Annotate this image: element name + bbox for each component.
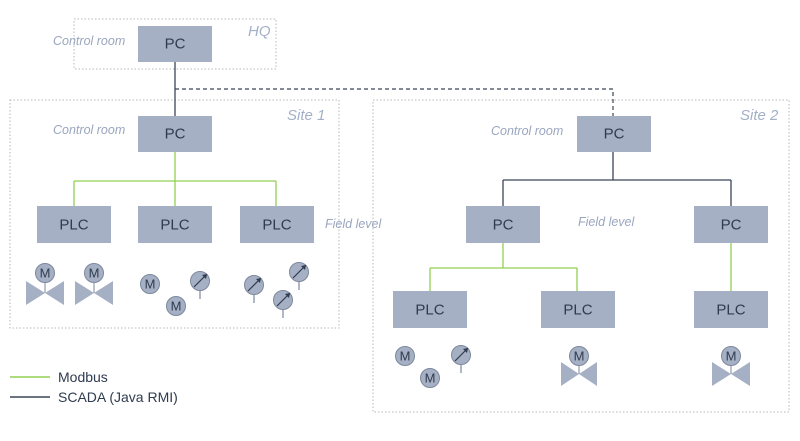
site2-field-pc1-node: PC — [466, 206, 540, 243]
valve-icon — [26, 281, 64, 305]
motor-icon: M — [420, 368, 440, 388]
motor-icon: M — [140, 274, 160, 294]
site2-field-pc2-label: PC — [721, 217, 742, 234]
legend: Modbus SCADA (Java RMI) — [10, 369, 178, 405]
hq-control-room-label: Control room — [53, 34, 125, 48]
motor-icon: M — [721, 346, 741, 366]
motor-icon: M — [84, 263, 104, 283]
site1-pc-node: PC — [138, 116, 212, 152]
gauge-icon — [190, 271, 210, 299]
site2-pc-node: PC — [577, 116, 651, 152]
site1-plc3-node: PLC — [240, 206, 314, 243]
site2-zone: Site 2 Control room Field level — [372, 99, 790, 413]
legend-modbus-label: Modbus — [58, 369, 108, 385]
site1-control-room-label: Control room — [53, 123, 125, 137]
gauge-icon — [244, 275, 264, 303]
legend-scada-label: SCADA (Java RMI) — [58, 389, 178, 405]
site2-plc3-devices: M — [712, 346, 750, 386]
svg-text:M: M — [145, 277, 156, 292]
valve-icon — [712, 362, 750, 386]
site1-pc-label: PC — [165, 126, 186, 143]
svg-text:M: M — [425, 371, 436, 386]
hq-zone-title: HQ — [248, 23, 271, 40]
site1-plc1-devices: M M — [26, 263, 113, 305]
site1-zone-title: Site 1 — [287, 107, 325, 124]
svg-text:M: M — [574, 349, 585, 364]
site1-plc3-devices — [244, 262, 309, 318]
svg-text:M: M — [89, 266, 100, 281]
site2-control-room-label: Control room — [491, 124, 563, 138]
svg-text:M: M — [400, 349, 411, 364]
site2-plc3-label: PLC — [716, 302, 745, 319]
site2-plc1-label: PLC — [415, 302, 444, 319]
site2-plc2-node: PLC — [541, 291, 615, 328]
site1-plc2-devices: M M — [140, 271, 210, 316]
svg-text:M: M — [171, 299, 182, 314]
site2-plc1-node: PLC — [393, 291, 467, 328]
site2-field-pc2-node: PC — [694, 206, 768, 243]
svg-text:M: M — [40, 266, 51, 281]
hq-pc-node: PC — [138, 26, 212, 62]
site2-field-pc1-label: PC — [493, 217, 514, 234]
site1-zone: Site 1 Control room Field level — [9, 99, 382, 329]
site2-plc1-devices: M M — [395, 345, 471, 388]
site1-field-level-label: Field level — [325, 217, 382, 231]
site2-zone-title: Site 2 — [740, 107, 779, 124]
valve-icon — [561, 362, 597, 386]
motor-icon: M — [166, 296, 186, 316]
hq-zone: HQ Control room — [53, 18, 277, 70]
gauge-icon — [451, 345, 471, 373]
site1-plc1-node: PLC — [37, 206, 111, 243]
motor-icon: M — [569, 346, 589, 366]
site2-zone-border — [372, 99, 790, 413]
site2-pc-label: PC — [604, 126, 625, 143]
motor-icon: M — [35, 263, 55, 283]
valve-icon — [75, 281, 113, 305]
site1-plc3-label: PLC — [262, 217, 291, 234]
connections — [73, 62, 732, 291]
site1-plc1-label: PLC — [59, 217, 88, 234]
motor-icon: M — [395, 346, 415, 366]
site2-plc3-node: PLC — [694, 291, 768, 328]
svg-text:M: M — [726, 349, 737, 364]
scada-link-hq-site2-dashed — [175, 88, 614, 117]
hq-pc-label: PC — [165, 36, 186, 53]
site1-plc2-node: PLC — [138, 206, 212, 243]
site2-field-level-label: Field level — [578, 215, 635, 229]
site1-plc2-label: PLC — [160, 217, 189, 234]
site2-plc2-label: PLC — [563, 302, 592, 319]
gauge-icon — [289, 262, 309, 290]
gauge-icon — [273, 290, 293, 318]
site2-plc2-devices: M — [561, 346, 597, 386]
